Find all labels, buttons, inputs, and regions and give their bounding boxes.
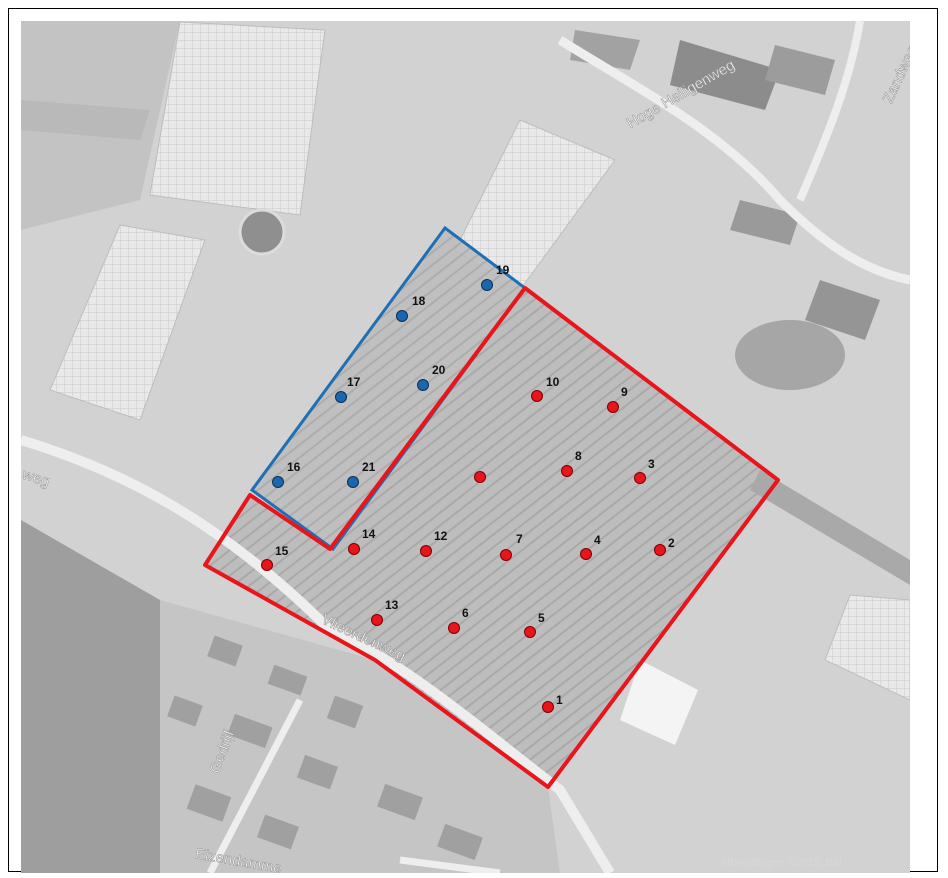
point-12[interactable]: 12 <box>420 529 448 557</box>
point-5[interactable]: 5 <box>524 611 546 638</box>
point-20[interactable]: 20 <box>417 363 446 391</box>
point-label: 15 <box>275 544 289 558</box>
point-label: 6 <box>462 606 469 620</box>
point-6[interactable]: 6 <box>448 606 470 634</box>
point-18[interactable]: 18 <box>396 294 426 322</box>
point-label: 18 <box>412 294 426 308</box>
sampling-points: 1 2 3 4 5 6 7 8 9 10 12 13 14 15 16 17 1… <box>261 263 676 713</box>
point-8[interactable]: 8 <box>561 449 583 477</box>
point-11-unlabeled[interactable] <box>474 471 486 483</box>
point-label: 19 <box>496 263 510 277</box>
point-21[interactable]: 21 <box>347 460 376 488</box>
point-16[interactable]: 16 <box>272 460 301 488</box>
point-2[interactable]: 2 <box>654 536 676 556</box>
point-label: 2 <box>668 536 675 550</box>
point-1[interactable]: 1 <box>542 693 564 713</box>
point-10[interactable]: 10 <box>531 375 560 402</box>
point-label: 3 <box>648 457 655 471</box>
point-label: 1 <box>556 693 563 707</box>
point-19[interactable]: 19 <box>481 263 510 291</box>
point-3[interactable]: 3 <box>634 457 656 484</box>
point-label: 21 <box>362 460 376 474</box>
point-label: 17 <box>347 375 361 389</box>
point-15[interactable]: 15 <box>261 544 289 571</box>
point-7[interactable]: 7 <box>500 532 524 561</box>
point-label: 10 <box>546 375 560 389</box>
map-attribution: Afbeeldingen ©2013, Bai <box>720 857 842 869</box>
point-label: 8 <box>575 449 582 463</box>
point-label: 12 <box>434 529 448 543</box>
point-14[interactable]: 14 <box>348 527 376 555</box>
point-label: 16 <box>287 460 301 474</box>
aerial-photo: Hoge Heiligenweg Zandweg Vlieerdenweg Ge… <box>21 21 910 873</box>
point-4[interactable]: 4 <box>580 533 602 560</box>
point-label: 14 <box>362 527 376 541</box>
point-label: 5 <box>538 611 545 625</box>
point-label: 9 <box>621 385 628 399</box>
point-9[interactable]: 9 <box>607 385 629 413</box>
point-label: 7 <box>516 532 523 546</box>
point-17[interactable]: 17 <box>335 375 361 403</box>
blue-study-area[interactable] <box>249 225 528 552</box>
red-study-area[interactable] <box>203 286 780 789</box>
point-label: 4 <box>594 533 601 547</box>
point-13[interactable]: 13 <box>371 598 399 626</box>
point-label: 20 <box>432 363 446 377</box>
point-label: 13 <box>385 598 399 612</box>
